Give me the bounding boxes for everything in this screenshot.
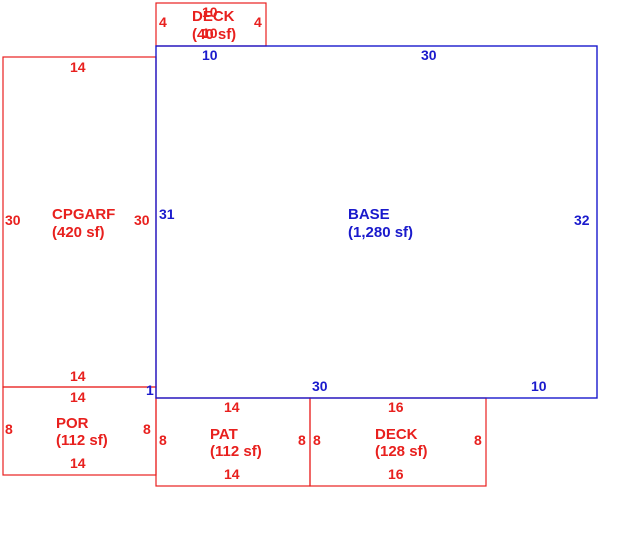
cpgarf-area: CPGARF (420 sf) 14 14 30 30 bbox=[2, 56, 157, 388]
por-area-label: (112 sf) bbox=[56, 432, 108, 449]
cpgarf-name: CPGARF bbox=[52, 206, 115, 223]
deck-bottom-dim-right: 8 bbox=[474, 432, 482, 448]
base-dim-right: 32 bbox=[574, 212, 590, 228]
base-dim-bottom-left: 1 bbox=[146, 382, 154, 398]
cpgarf-dim-bottom: 14 bbox=[70, 368, 86, 384]
base-dim-top-left: 10 bbox=[202, 47, 218, 63]
pat-name: PAT bbox=[210, 426, 238, 443]
cpgarf-dim-top: 14 bbox=[70, 59, 86, 75]
base-area: BASE (1,280 sf) 10 30 31 32 1 30 10 bbox=[146, 45, 598, 399]
base-outline bbox=[155, 45, 598, 399]
deck-top-dim-right: 4 bbox=[254, 14, 262, 30]
cpgarf-dim-right: 30 bbox=[134, 212, 150, 228]
cpgarf-dim-left: 30 bbox=[5, 212, 21, 228]
base-dim-bottom-mid: 30 bbox=[312, 378, 328, 394]
deck-bottom-name: DECK bbox=[375, 426, 418, 443]
base-name: BASE bbox=[348, 206, 390, 223]
deck-bottom-dim-bottom: 16 bbox=[388, 466, 404, 482]
deck-top-area-label: (40 sf) bbox=[192, 26, 236, 43]
deck-bottom-dim-left: 8 bbox=[313, 432, 321, 448]
deck-bottom-area: DECK (128 sf) 16 16 8 8 bbox=[309, 397, 487, 487]
base-dim-bottom-right: 10 bbox=[531, 378, 547, 394]
base-area-label: (1,280 sf) bbox=[348, 224, 413, 241]
deck-top-dim-top: 10 bbox=[202, 4, 218, 20]
pat-dim-bottom: 14 bbox=[224, 466, 240, 482]
deck-bottom-area-label: (128 sf) bbox=[375, 443, 428, 460]
por-dim-bottom: 14 bbox=[70, 455, 86, 471]
pat-dim-right: 8 bbox=[298, 432, 306, 448]
por-dim-right: 8 bbox=[143, 421, 151, 437]
deck-top-name: DECK bbox=[192, 8, 235, 25]
pat-area: PAT (112 sf) 14 14 8 8 bbox=[155, 397, 311, 487]
pat-dim-left: 8 bbox=[159, 432, 167, 448]
por-dim-top: 14 bbox=[70, 389, 86, 405]
deck-top-area: DECK (40 sf) 10 10 4 4 bbox=[155, 2, 267, 47]
deck-top-dim-left: 4 bbox=[159, 14, 167, 30]
deck-top-dim-bottom: 10 bbox=[202, 25, 218, 41]
por-dim-left: 8 bbox=[5, 421, 13, 437]
base-dim-left: 31 bbox=[159, 206, 175, 222]
cpgarf-area-label: (420 sf) bbox=[52, 224, 105, 241]
deck-bottom-dim-top: 16 bbox=[388, 399, 404, 415]
pat-area-label: (112 sf) bbox=[210, 443, 262, 460]
base-dim-top-right: 30 bbox=[421, 47, 437, 63]
por-area: POR (112 sf) 14 14 8 8 bbox=[2, 386, 157, 476]
por-name: POR bbox=[56, 415, 89, 432]
pat-dim-top: 14 bbox=[224, 399, 240, 415]
